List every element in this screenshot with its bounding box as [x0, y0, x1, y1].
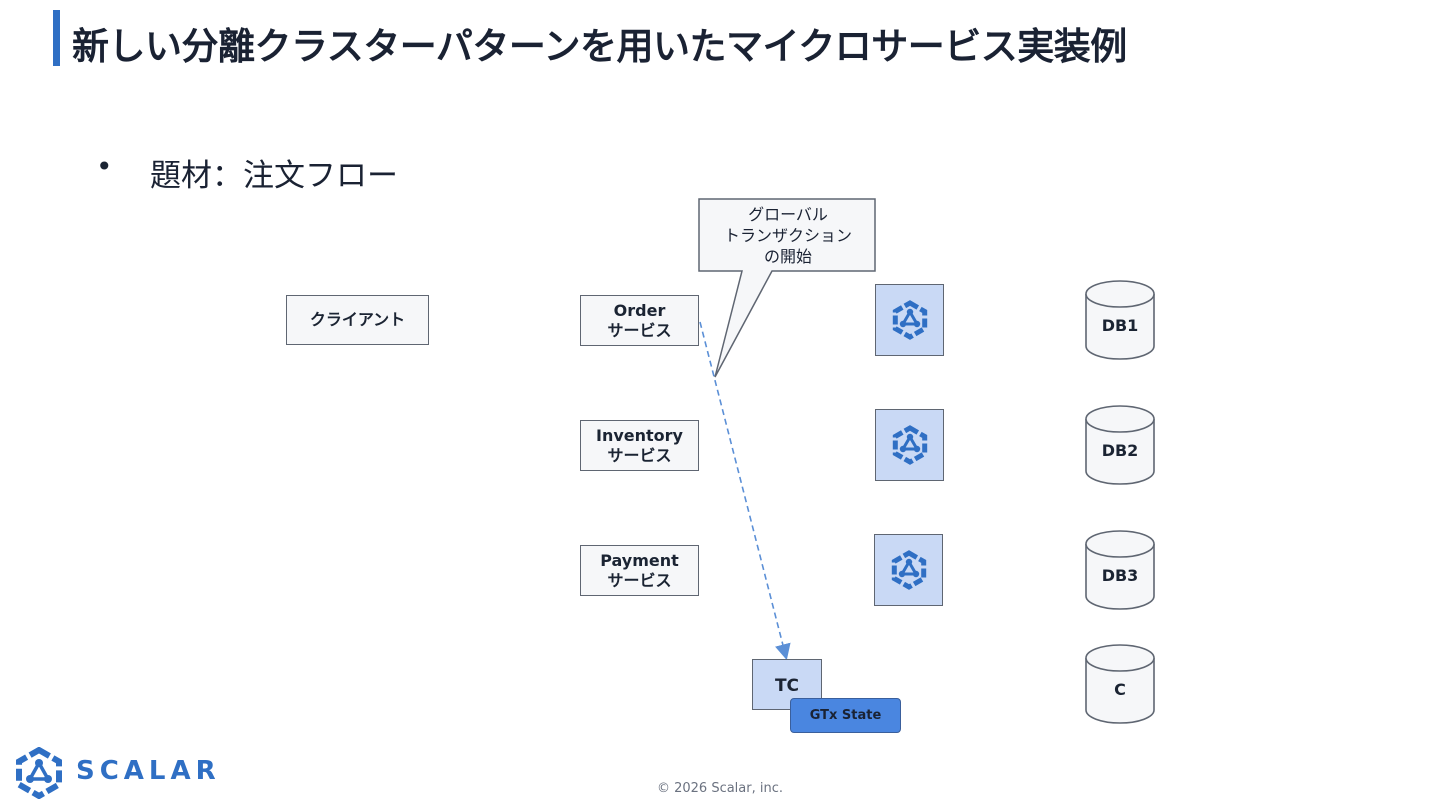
scalar-cluster-icon [887, 548, 931, 592]
gtx-state-label: GTx State [809, 708, 882, 723]
bullet-dot: • [96, 150, 113, 183]
database-label: DB1 [1101, 316, 1139, 335]
inventory-service-box: Inventory サービス [580, 420, 699, 471]
callout-line-3: の開始 [763, 247, 812, 266]
callout-line-1: グローバル [748, 205, 828, 224]
scalar-logo-icon [16, 747, 62, 799]
order-service-line1: Order [613, 300, 666, 320]
footer-copyright: © 2026 Scalar, inc. [656, 781, 784, 796]
cluster-node-3 [874, 534, 943, 606]
title-accent-bar [53, 10, 60, 66]
order-to-tc-arrow [699, 321, 791, 661]
database-db2: DB2 [1085, 405, 1155, 485]
payment-service-box: Payment サービス [580, 545, 699, 596]
gtx-state-box: GTx State [790, 698, 901, 733]
client-box: クライアント [286, 295, 429, 345]
scalar-cluster-icon [888, 423, 932, 467]
order-service-box: Order サービス [580, 295, 699, 346]
database-coordinator: C [1085, 644, 1155, 724]
client-label: クライアント [309, 310, 406, 329]
database-db3: DB3 [1085, 530, 1155, 610]
callout-text: グローバル トランザクション の開始 [700, 204, 876, 267]
database-label: DB2 [1101, 441, 1139, 460]
database-label: DB3 [1101, 566, 1139, 585]
payment-service-line2: サービス [607, 570, 672, 590]
bullet-text: 題材：注文フロー [150, 158, 398, 194]
logo-wordmark: SCALAR [76, 756, 221, 786]
order-service-line2: サービス [607, 320, 672, 340]
database-label: C [1114, 680, 1126, 699]
tc-label: TC [774, 676, 800, 696]
inventory-service-line1: Inventory [596, 425, 683, 445]
callout-line-2: トランザクション [723, 226, 852, 245]
callout-bubble [698, 198, 876, 378]
cluster-node-2 [875, 409, 944, 481]
payment-service-line1: Payment [600, 550, 679, 570]
database-db1: DB1 [1085, 280, 1155, 360]
inventory-service-line2: サービス [607, 445, 672, 465]
cluster-node-1 [875, 284, 944, 356]
scalar-cluster-icon [888, 298, 932, 342]
slide-title: 新しい分離クラスターパターンを用いたマイクロサービス実装例 [72, 25, 1127, 68]
